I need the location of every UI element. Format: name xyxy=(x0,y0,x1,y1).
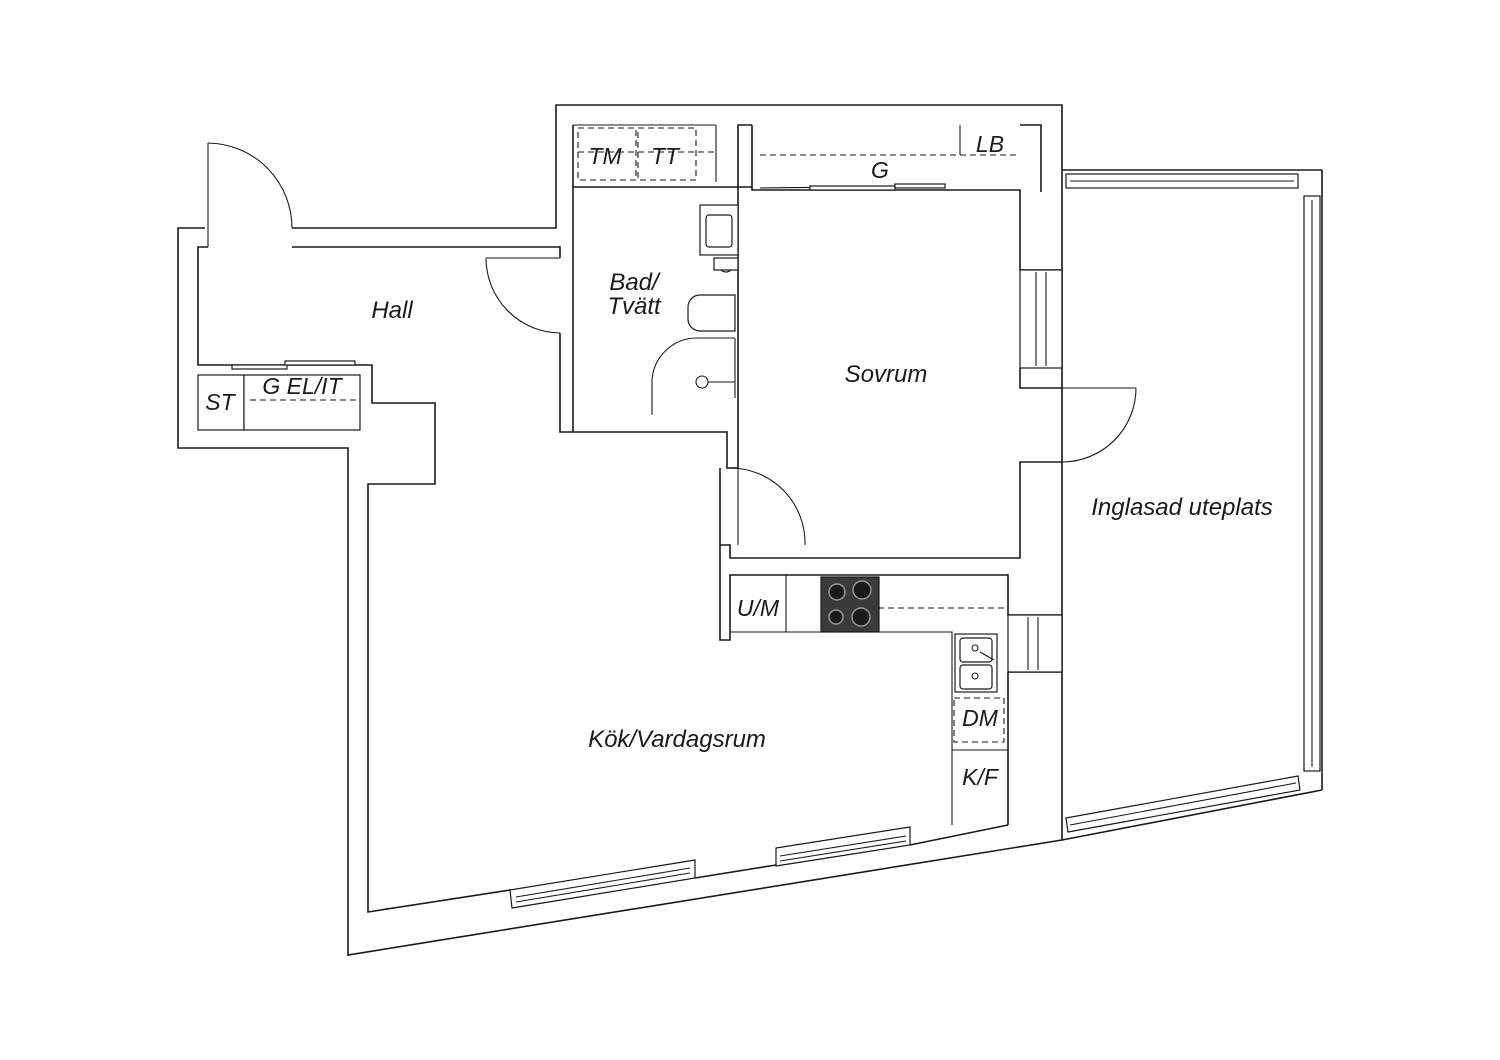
bedroom-window xyxy=(1019,269,1063,369)
bath-wall-inner xyxy=(559,333,573,433)
label-g-wardrobe: G xyxy=(871,157,889,183)
tt-cabinet xyxy=(637,127,697,181)
room-label-laundry: Tvätt xyxy=(607,293,662,320)
bedroom-wall xyxy=(751,125,1062,271)
inner-wall-top-right xyxy=(1020,124,1042,192)
kitchen-side-window xyxy=(1007,614,1063,673)
inner-wall-hall xyxy=(197,246,511,913)
outer-wall xyxy=(177,104,1063,956)
hob-ring xyxy=(852,580,872,600)
bedroom-wall-lower xyxy=(1019,368,1062,389)
label-g-el-it: G EL/IT xyxy=(262,373,343,399)
inner-wall-hall-top xyxy=(292,246,561,258)
kitchen-fixtures xyxy=(730,575,1008,825)
tm-cabinet xyxy=(577,127,637,181)
label-dm: DM xyxy=(962,705,999,731)
dishwasher xyxy=(953,697,1005,743)
room-label-hall: Hall xyxy=(371,297,413,324)
room-label-glazed-patio: Inglasad uteplats xyxy=(1091,494,1272,521)
hob-ring xyxy=(851,607,871,627)
room-label-bedroom: Sovrum xyxy=(845,361,928,388)
label-kf: K/F xyxy=(962,764,1000,790)
patio-door-swing xyxy=(1061,387,1137,463)
toilet xyxy=(687,294,736,332)
living-window-left xyxy=(509,859,696,909)
shower-drain xyxy=(695,375,709,389)
glazed-patio xyxy=(1061,169,1323,841)
bath-door-swing xyxy=(485,257,561,334)
bath-fixtures xyxy=(651,204,739,415)
storage-labels: TM TT LB G ST G EL/IT U/M DM K/F xyxy=(205,131,1004,790)
label-st: ST xyxy=(205,389,236,415)
hob-ring xyxy=(828,583,846,601)
bedroom-wall-bottom xyxy=(719,461,1062,559)
entrance-door-swing xyxy=(207,142,293,229)
room-labels: Hall Bad/ Tvätt Sovrum Kök/Vardagsrum In… xyxy=(371,269,1272,753)
shower-screen xyxy=(651,337,735,415)
label-tm: TM xyxy=(588,143,622,169)
hob-ring xyxy=(828,609,844,625)
label-lb: LB xyxy=(976,131,1004,157)
doors xyxy=(207,142,1137,546)
g-el-it-cabinet xyxy=(243,374,361,431)
bath-wall-top xyxy=(573,124,752,188)
label-um: U/M xyxy=(737,595,780,621)
walls xyxy=(177,104,1063,956)
room-label-kitchen-living: Kök/Vardagsrum xyxy=(588,726,766,753)
storage-units xyxy=(197,124,1018,431)
label-tt: TT xyxy=(651,143,681,169)
bedroom-door-swing xyxy=(729,467,806,546)
inner-wall-bottom-right xyxy=(909,824,1009,846)
room-label-bath: Bad/ xyxy=(609,269,661,296)
st-cabinet xyxy=(197,374,245,431)
inner-wall-bottom-mid xyxy=(694,864,777,879)
